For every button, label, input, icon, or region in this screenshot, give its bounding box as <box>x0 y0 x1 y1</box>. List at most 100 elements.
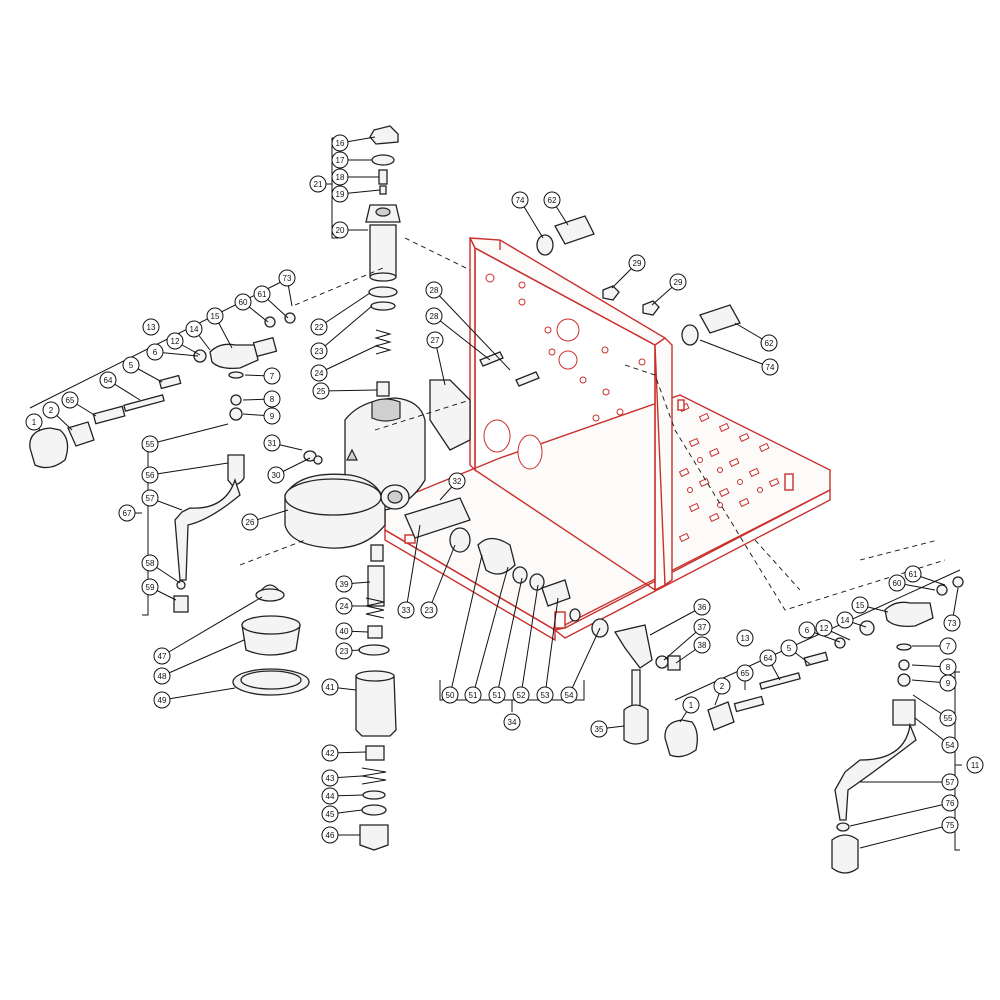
callout-number: 31 <box>268 439 277 448</box>
callout-c26: 26 <box>241 513 259 531</box>
callout-circle <box>780 639 798 657</box>
assembly-lines <box>239 237 946 611</box>
callout-number: 16 <box>336 139 345 148</box>
leader-line-c76 <box>849 802 951 827</box>
callout-c11: 11 <box>966 756 984 774</box>
callout-circle <box>966 756 984 774</box>
callout-circle <box>335 597 353 615</box>
callout-number: 34 <box>508 718 517 727</box>
callout-circle <box>153 691 171 709</box>
callout-circle <box>693 598 711 616</box>
callout-c7a: 7 <box>263 367 281 385</box>
callout-c45: 45 <box>321 805 339 823</box>
callout-number: 1 <box>689 701 694 710</box>
callout-number: 11 <box>971 761 980 770</box>
callout-c55b: 55 <box>939 709 957 727</box>
callout-number: 56 <box>146 471 155 480</box>
callout-circle <box>310 318 328 336</box>
callout-c54b: 54 <box>941 736 959 754</box>
callout-c24a: 24 <box>310 364 328 382</box>
callout-number: 1 <box>32 418 37 427</box>
callout-number: 9 <box>270 412 275 421</box>
callout-circle <box>321 678 339 696</box>
callout-c42: 42 <box>321 744 339 762</box>
callout-number: 59 <box>146 583 155 592</box>
callout-c49: 49 <box>153 691 171 709</box>
callout-c38: 38 <box>693 636 711 654</box>
callout-number: 49 <box>158 696 167 705</box>
callout-circle <box>425 307 443 325</box>
callout-number: 23 <box>425 606 434 615</box>
callout-c22: 22 <box>310 318 328 336</box>
callout-c2a: 2 <box>42 401 60 419</box>
callout-number: 9 <box>946 679 951 688</box>
callout-circle <box>122 356 140 374</box>
callout-number: 53 <box>541 691 550 700</box>
leader-line-c36 <box>649 606 703 636</box>
callout-c51a: 51 <box>464 686 482 704</box>
callout-c57a: 57 <box>141 489 159 507</box>
callout-c64b: 64 <box>759 649 777 667</box>
callout-number: 73 <box>283 274 292 283</box>
bottom-shaft-assembly <box>404 497 681 745</box>
callout-circle <box>312 382 330 400</box>
callout-number: 43 <box>326 774 335 783</box>
callout-circle <box>321 787 339 805</box>
callout-c28a: 28 <box>425 281 443 299</box>
callout-c23c: 23 <box>335 642 353 660</box>
callout-c29a: 29 <box>628 254 646 272</box>
leader-line-c51a <box>472 566 509 696</box>
callout-circle <box>511 191 529 209</box>
callout-c43: 43 <box>321 769 339 787</box>
callout-c48: 48 <box>153 667 171 685</box>
leader-line-c28b <box>433 315 491 361</box>
callout-number: 47 <box>158 652 167 661</box>
callout-number: 27 <box>431 336 440 345</box>
callout-number: 57 <box>146 494 155 503</box>
callout-circle <box>628 254 646 272</box>
callout-circle <box>331 134 349 152</box>
callout-number: 12 <box>171 337 180 346</box>
leader-line-c24a <box>318 344 379 374</box>
callout-number: 25 <box>317 387 326 396</box>
callout-number: 12 <box>820 624 829 633</box>
callout-circle <box>141 435 159 453</box>
callout-circle <box>335 575 353 593</box>
callout-c76: 76 <box>941 794 959 812</box>
callout-number: 6 <box>805 626 810 635</box>
callout-c14b: 14 <box>836 611 854 629</box>
callout-circle <box>321 805 339 823</box>
callout-circle <box>234 293 252 311</box>
callout-c46: 46 <box>321 826 339 844</box>
callout-c13b: 13 <box>736 629 754 647</box>
callout-circle <box>310 364 328 382</box>
callout-circle <box>99 371 117 389</box>
callout-number: 61 <box>258 290 267 299</box>
callout-circle <box>25 413 43 431</box>
callout-number: 51 <box>493 691 502 700</box>
callout-number: 74 <box>766 363 775 372</box>
callout-c74a: 74 <box>511 191 529 209</box>
callout-c23a: 23 <box>310 342 328 360</box>
callout-circle <box>441 686 459 704</box>
callout-number: 2 <box>49 406 54 415</box>
callout-c56: 56 <box>141 466 159 484</box>
callout-number: 6 <box>153 348 158 357</box>
callout-circle <box>941 794 959 812</box>
group-head-assembly <box>232 125 540 851</box>
callout-c65b: 65 <box>736 664 754 682</box>
callout-labels: 1617181920212223242526272828292930313233… <box>25 134 984 844</box>
callout-c64a: 64 <box>99 371 117 389</box>
callout-c41: 41 <box>321 678 339 696</box>
callout-number: 38 <box>698 641 707 650</box>
callout-circle <box>141 489 159 507</box>
callout-circle <box>941 773 959 791</box>
callout-c35: 35 <box>590 720 608 738</box>
callout-number: 45 <box>326 810 335 819</box>
callout-c37: 37 <box>693 618 711 636</box>
callout-number: 8 <box>946 663 951 672</box>
callout-c58: 58 <box>141 554 159 572</box>
callout-circle <box>118 504 136 522</box>
